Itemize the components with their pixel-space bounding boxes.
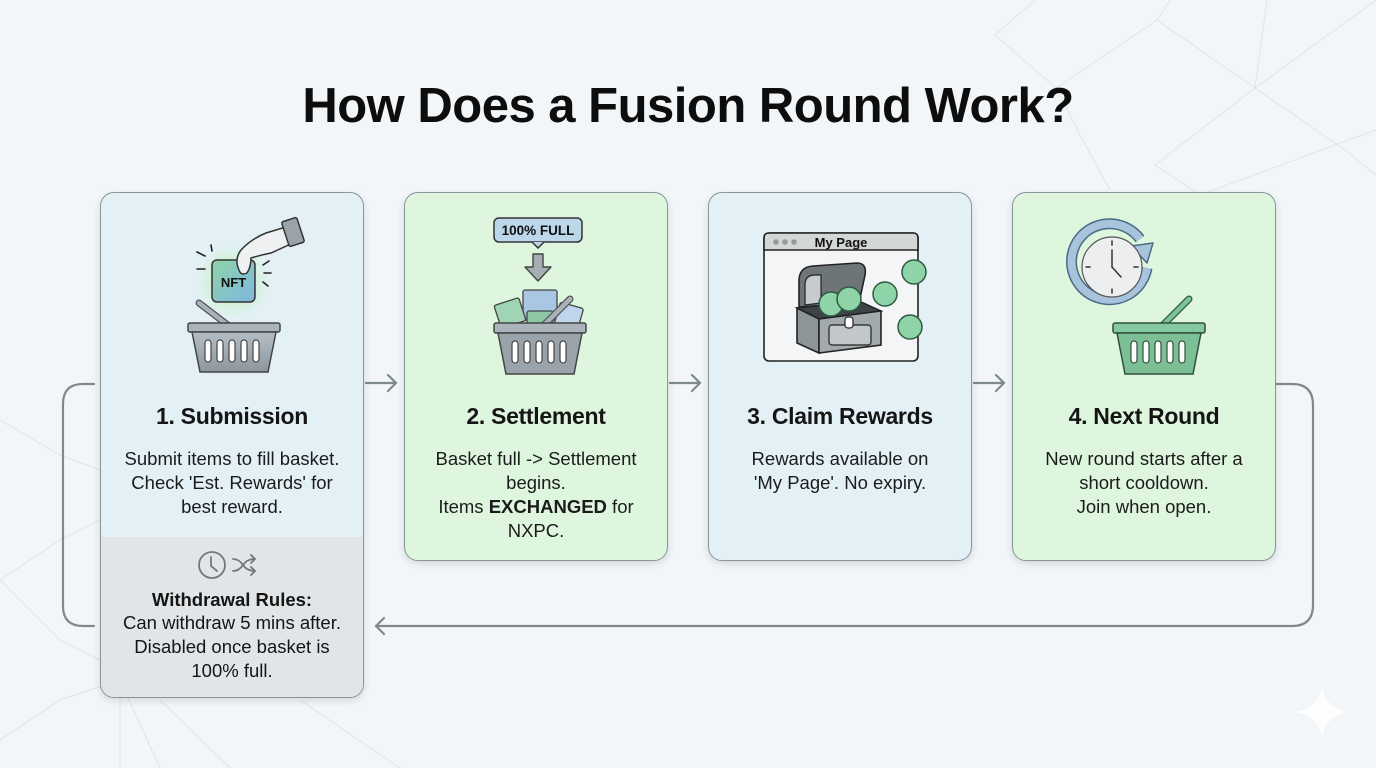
description-line: New round starts after a (1045, 448, 1243, 469)
description-line: Basket full -> Settlement (435, 448, 637, 469)
full-badge: 100% FULL (493, 217, 583, 250)
loop-entry-bracket (61, 382, 96, 628)
step-card-claim-rewards: My Page 3. Claim Rewards Rewards availab… (708, 192, 972, 561)
step-title: 3. Claim Rewards (747, 403, 933, 429)
full-basket-illustration: 100% FULL (493, 217, 587, 375)
arrow-2-to-3 (668, 373, 702, 393)
step-title: 4. Next Round (1068, 403, 1220, 429)
arrow-1-to-2 (364, 373, 398, 393)
description-line: Join when open. (1076, 496, 1212, 517)
description-line: best reward. (181, 496, 283, 517)
emphasis-text: EXCHANGED (488, 496, 607, 517)
step-description: Basket full -> Settlement begins. Items … (413, 447, 659, 543)
arrow-3-to-4 (972, 373, 1006, 393)
clock-icon (198, 551, 226, 579)
svg-text:NFT: NFT (221, 275, 246, 290)
description-line: 'My Page'. No expiry. (753, 472, 927, 493)
rules-line: 100% full. (191, 660, 273, 681)
svg-text:My Page: My Page (815, 235, 868, 250)
description-line: NXPC. (507, 520, 565, 541)
treasure-chest-illustration: My Page (763, 232, 927, 362)
sparkle-icon (1296, 686, 1348, 738)
description-line: Rewards available on (751, 448, 929, 469)
basket-icon (493, 295, 587, 375)
step-title: 1. Submission (155, 403, 309, 429)
description-line: begins. (506, 472, 566, 493)
description-line: Check 'Est. Rewards' for (131, 472, 333, 493)
coin-icons (818, 259, 927, 340)
basket-icon (187, 299, 281, 373)
description-line: Items EXCHANGED for (438, 496, 634, 517)
rules-line: Disabled once basket is (134, 636, 330, 657)
step-description: New round starts after a short cooldown.… (1021, 447, 1267, 519)
loop-back-arrow (374, 382, 1315, 636)
page-title: How Does a Fusion Round Work? (302, 79, 1074, 133)
shuffle-icon (232, 554, 256, 576)
hand-icon (236, 216, 305, 275)
hand-nft-basket-illustration: NFT (187, 216, 305, 373)
rules-title: Withdrawal Rules: (151, 589, 313, 610)
rules-body: Can withdraw 5 mins after. Disabled once… (101, 611, 363, 683)
down-arrow-icon (524, 253, 552, 282)
refresh-clock-icon (1066, 218, 1154, 306)
step-description: Submit items to fill basket. Check 'Est.… (109, 447, 355, 519)
step-title: 2. Settlement (466, 403, 606, 429)
step-card-submission: NFT 1. Submission Submit items to fill b… (100, 192, 364, 698)
step-description: Rewards available on 'My Page'. No expir… (717, 447, 963, 495)
svg-text:100% FULL: 100% FULL (502, 223, 575, 238)
step-card-settlement: 100% FULL 2. Settlement Basket full -> S… (404, 192, 668, 561)
description-line: Submit items to fill basket. (124, 448, 340, 469)
clock-basket-illustration (1066, 218, 1206, 375)
step-card-next-round: 4. Next Round New round starts after a s… (1012, 192, 1276, 561)
green-basket-icon (1112, 295, 1206, 375)
description-line: short cooldown. (1079, 472, 1209, 493)
withdrawal-rules-panel: Withdrawal Rules: Can withdraw 5 mins af… (101, 537, 363, 697)
rules-line: Can withdraw 5 mins after. (123, 612, 341, 633)
